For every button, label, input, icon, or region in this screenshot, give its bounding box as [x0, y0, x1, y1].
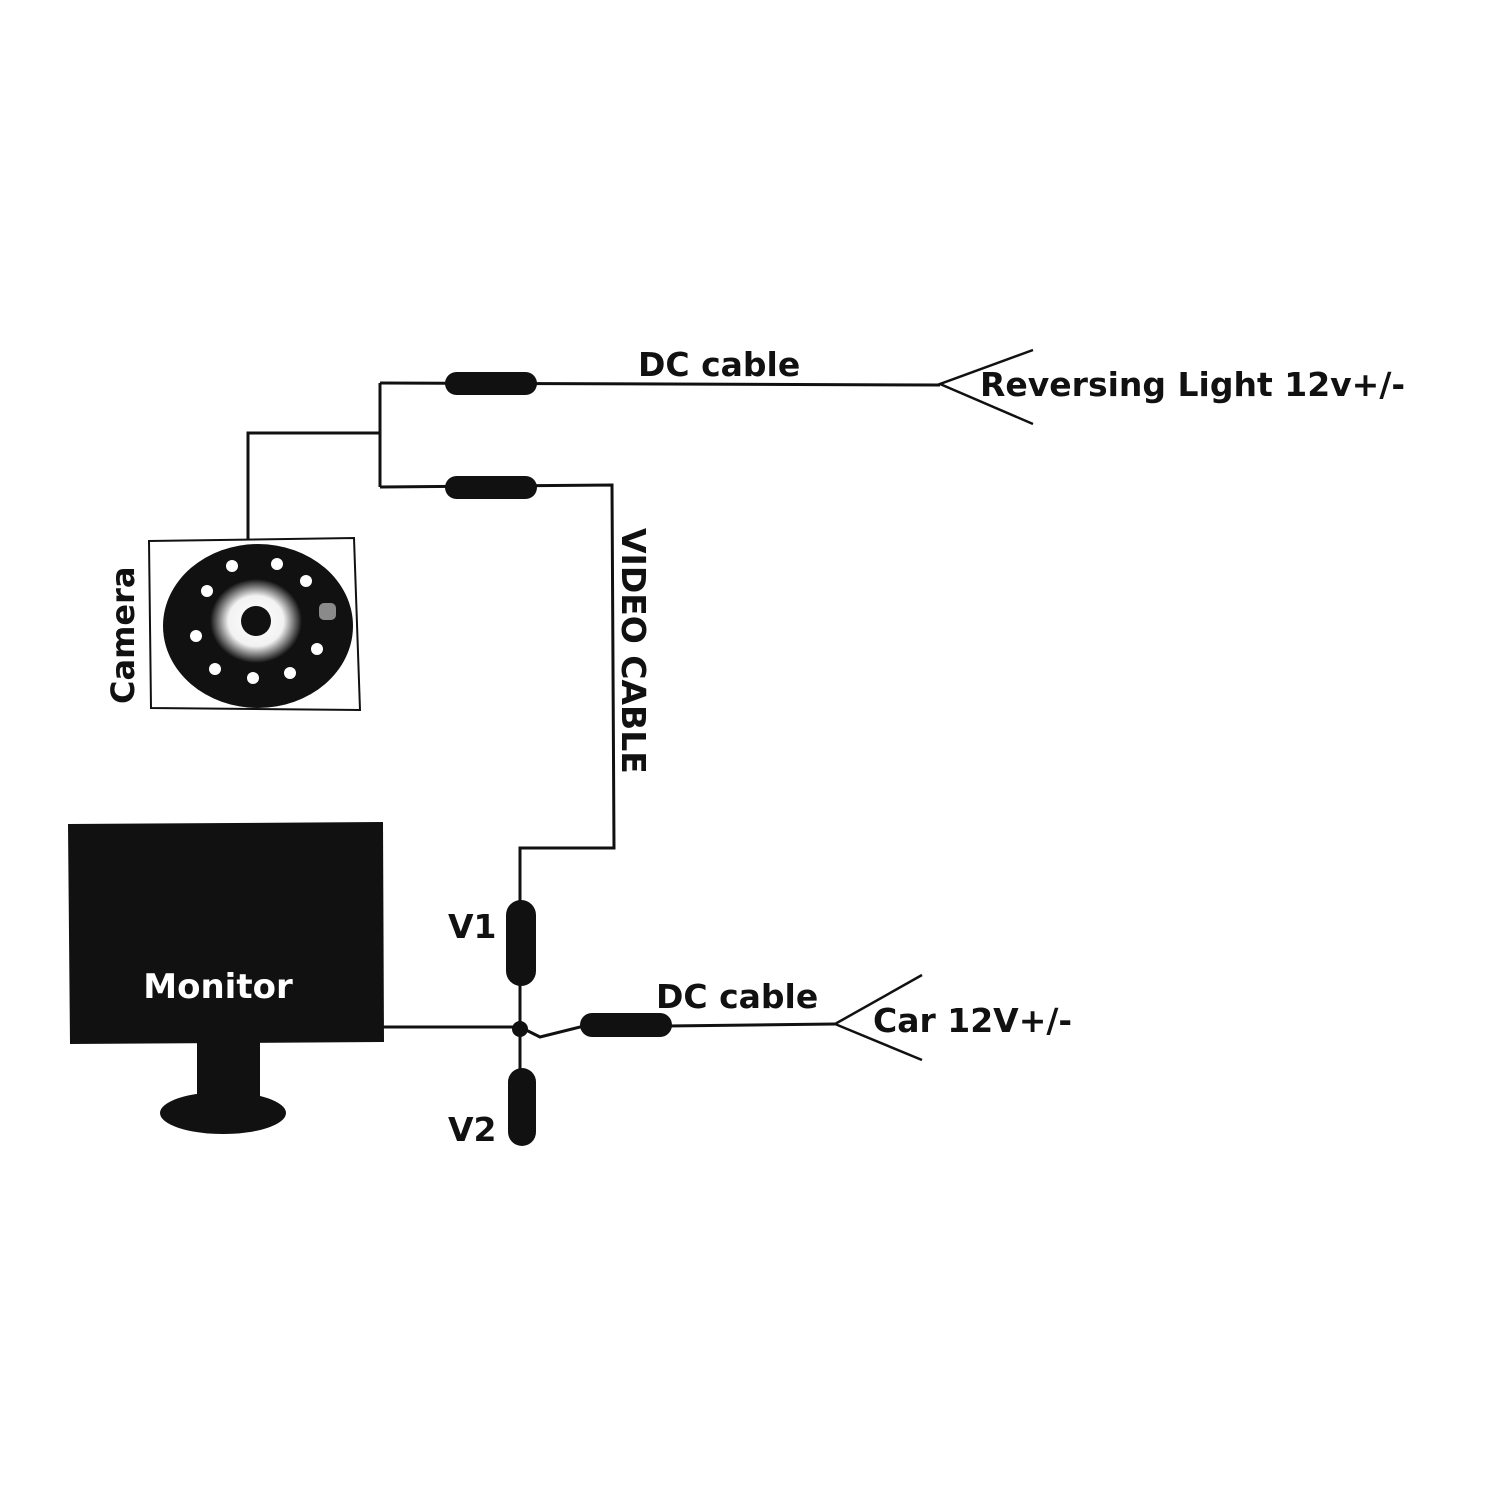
- camera-sensor: [319, 603, 336, 620]
- monitor-unit: Monitor: [68, 822, 384, 1134]
- v1-label: V1: [448, 907, 497, 946]
- car-power-fork: [832, 973, 923, 1062]
- video-cable-wire: [379, 483, 616, 1145]
- ir-led: [311, 643, 323, 655]
- ir-led: [284, 667, 296, 679]
- ir-led: [300, 575, 312, 587]
- ir-led: [209, 663, 221, 675]
- v1-connector: [506, 900, 536, 986]
- camera-ir-leds: [190, 558, 323, 684]
- ir-led: [201, 585, 213, 597]
- camera-lens-icon: [241, 606, 271, 636]
- dc-connector-bottom: [580, 1013, 672, 1037]
- monitor-base: [160, 1092, 286, 1134]
- video-cable-label: VIDEO CABLE: [614, 528, 653, 774]
- reversing-light-fork: [936, 348, 1034, 426]
- ir-led: [226, 560, 238, 572]
- camera-unit: [147, 536, 362, 712]
- dc-connector-top: [445, 372, 537, 395]
- camera-label: Camera: [104, 567, 142, 705]
- monitor-label: Monitor: [143, 967, 293, 1007]
- ir-led: [271, 558, 283, 570]
- reversing-light-label: Reversing Light 12v+/-: [980, 365, 1405, 404]
- v2-connector: [508, 1068, 536, 1146]
- car-power-label: Car 12V+/-: [873, 1001, 1072, 1040]
- junction-dot: [512, 1021, 528, 1037]
- camera-lead-wire: [246, 431, 380, 540]
- ir-led: [247, 672, 259, 684]
- dc-cable-bottom-wire: [519, 1022, 836, 1039]
- monitor-screen: [68, 822, 384, 1044]
- ir-led: [190, 630, 202, 642]
- dc-cable-bottom-label: DC cable: [656, 977, 818, 1016]
- dc-cable-top-label: DC cable: [638, 345, 800, 384]
- video-connector-top: [445, 476, 537, 499]
- v2-label: V2: [448, 1110, 497, 1149]
